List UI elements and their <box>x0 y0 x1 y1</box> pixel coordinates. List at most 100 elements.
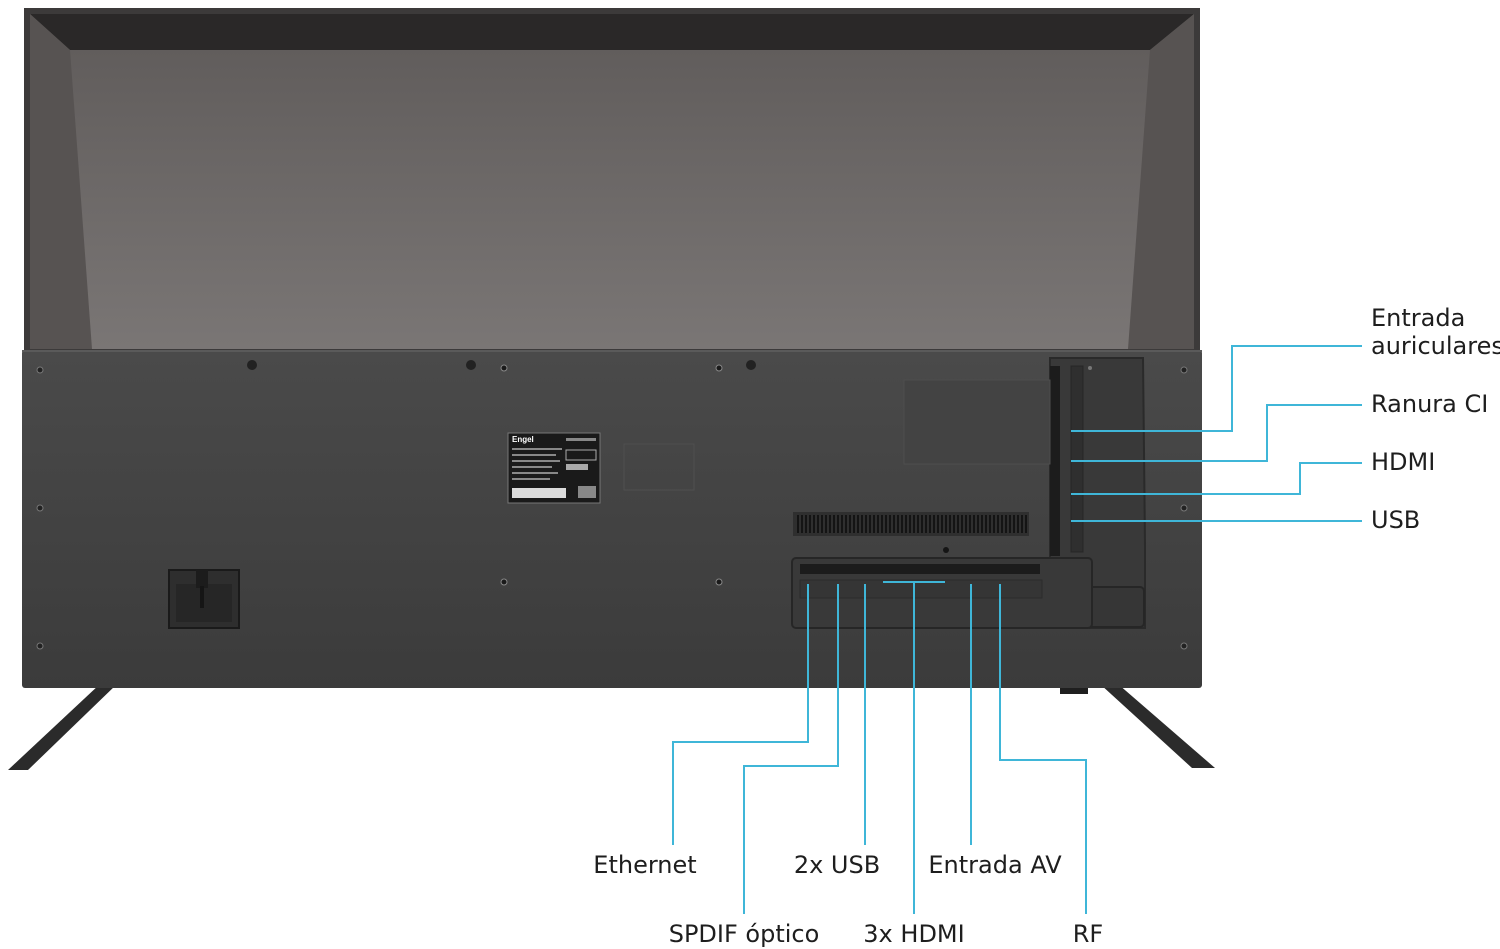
callout-usb-bottom: 2x USB <box>793 851 881 879</box>
callout-ci-slot: Ranura CI <box>1371 390 1489 418</box>
vent-slot <box>961 515 963 533</box>
vent-slot <box>969 515 971 533</box>
vent-slot <box>817 515 819 533</box>
leader-spdif <box>743 584 839 914</box>
callout-rf: RF <box>1072 920 1104 948</box>
callout-ethernet: Ethernet <box>593 851 697 879</box>
board-cover-outline <box>903 379 1051 465</box>
edge-screw <box>1180 642 1188 650</box>
vent-slot <box>993 515 995 533</box>
vent-slot <box>869 515 871 533</box>
vent-slot <box>1017 515 1019 533</box>
rating-label-sticker: Engel <box>507 432 601 504</box>
vent-slot <box>829 515 831 533</box>
vent-slot <box>1021 515 1023 533</box>
vent-slot <box>973 515 975 533</box>
leader-ethernet <box>672 584 809 845</box>
vent-slot <box>901 515 903 533</box>
vent-slot <box>885 515 887 533</box>
vent-slot <box>897 515 899 533</box>
vent-slot <box>957 515 959 533</box>
callout-hdmi-side: HDMI <box>1371 448 1436 476</box>
vent-slot <box>997 515 999 533</box>
vent-slot <box>889 515 891 533</box>
upper-panel <box>24 8 1200 353</box>
screws <box>36 360 1188 650</box>
vent-slot <box>837 515 839 533</box>
vent-slot <box>841 515 843 533</box>
vent-slot <box>805 515 807 533</box>
vent-slot <box>949 515 951 533</box>
vesa-hole <box>715 364 723 372</box>
top-bevel <box>30 14 1194 50</box>
callout-headphones: Entrada auriculares <box>1371 304 1500 360</box>
vent-slot <box>821 515 823 533</box>
leader-headphones <box>1071 345 1362 432</box>
vent-slot <box>913 515 915 533</box>
right-bevel <box>1128 14 1194 349</box>
vent-slot <box>877 515 879 533</box>
edge-screw <box>1180 366 1188 374</box>
sticker-brand: Engel <box>512 435 534 444</box>
leader-rf <box>999 584 1087 914</box>
leader-hdmi-side <box>1071 462 1362 495</box>
edge-screw <box>36 366 44 374</box>
vent-slot <box>825 515 827 533</box>
vent-slot <box>937 515 939 533</box>
vent-slot <box>1009 515 1011 533</box>
vent-slot <box>909 515 911 533</box>
side-port-strip <box>1050 366 1060 556</box>
vent-slot <box>977 515 979 533</box>
vent-slot <box>985 515 987 533</box>
faint-panel-outline <box>623 443 695 491</box>
callout-hdmi-bottom: 3x HDMI <box>863 920 965 948</box>
vent-slot <box>873 515 875 533</box>
vent-slot <box>857 515 859 533</box>
vent-slot <box>929 515 931 533</box>
vent-slot <box>905 515 907 533</box>
bottom-io-module <box>791 557 1093 629</box>
vent-slot <box>853 515 855 533</box>
right-leg <box>1100 684 1215 768</box>
vent-slot <box>917 515 919 533</box>
vesa-hole <box>715 578 723 586</box>
screw <box>466 360 476 370</box>
screw <box>746 360 756 370</box>
vent-slot <box>865 515 867 533</box>
vent-slot <box>1025 515 1027 533</box>
edge-screw <box>36 642 44 650</box>
screw <box>247 360 257 370</box>
vesa-hole <box>500 364 508 372</box>
vent-slot <box>849 515 851 533</box>
vesa-hole <box>500 578 508 586</box>
ventilation-grille <box>793 512 1029 536</box>
vent-slot <box>981 515 983 533</box>
vent-slot <box>845 515 847 533</box>
leader-lines <box>672 345 1362 914</box>
vent-slot <box>941 515 943 533</box>
bottom-port-strip <box>800 564 1040 574</box>
vent-slot <box>945 515 947 533</box>
callout-av-input: Entrada AV <box>928 851 1062 879</box>
vent-screw <box>943 547 949 553</box>
leader-ci-slot <box>1071 404 1362 462</box>
callout-headphones-line1: Entrada <box>1371 304 1466 332</box>
vent-slot <box>813 515 815 533</box>
vent-slot <box>933 515 935 533</box>
left-bevel <box>30 14 92 349</box>
corner-port-housing <box>1087 586 1145 628</box>
vent-slot <box>809 515 811 533</box>
callout-spdif: SPDIF óptico <box>668 920 820 948</box>
vent-slot <box>965 515 967 533</box>
vent-slot <box>833 515 835 533</box>
vent-slot <box>925 515 927 533</box>
barcode <box>512 488 566 498</box>
power-inlet <box>168 569 240 629</box>
vent-slot <box>797 515 799 533</box>
vent-slot <box>921 515 923 533</box>
vent-slot <box>1005 515 1007 533</box>
edge-screw <box>36 504 44 512</box>
left-leg <box>8 684 117 770</box>
vent-slot <box>953 515 955 533</box>
